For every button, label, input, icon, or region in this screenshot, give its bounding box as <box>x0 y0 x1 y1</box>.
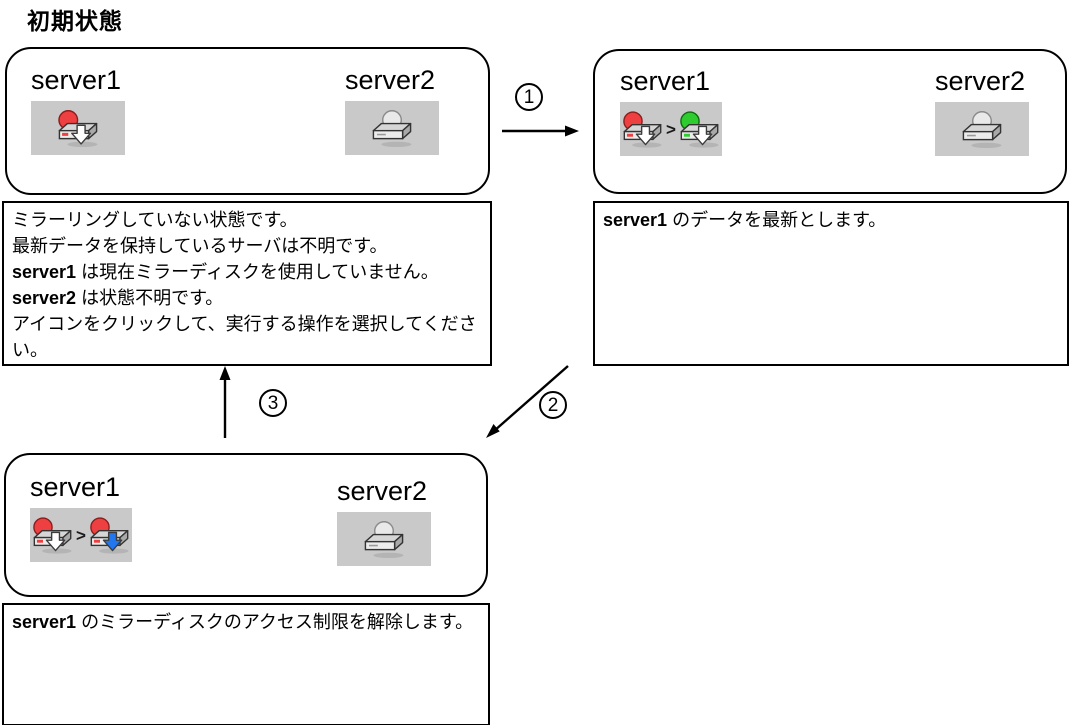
description-text: アイコンをクリックして、実行する操作を選択してください。 <box>12 314 477 360</box>
description-text: は現在ミラーディスクを使用していません。 <box>76 262 439 282</box>
mirror-disk-transition-red-to-green-icon[interactable]: > <box>620 102 722 156</box>
description-text: は状態不明です。 <box>76 288 224 308</box>
server-group: server1 > <box>30 472 132 562</box>
arrow-2-number: 2 <box>547 394 559 416</box>
arrow-3-number: 3 <box>267 392 279 414</box>
arrow-2-number-badge: 2 <box>539 391 567 419</box>
server1-label: server1 <box>30 472 121 502</box>
server-name-text: server1 <box>603 210 668 230</box>
arrow-1-number: 1 <box>523 86 535 108</box>
server-group: server2 <box>345 65 439 155</box>
description-text: ミラーリングしていない状態です。 <box>12 210 298 230</box>
server-group: server2 <box>337 476 431 566</box>
description-text: 最新データを保持しているサーバは不明です。 <box>12 236 388 256</box>
mirror-disk-red-white-arrow-icon[interactable] <box>31 101 125 155</box>
mirror-disk-unknown-icon[interactable] <box>935 102 1029 156</box>
arrow-3-up-icon <box>219 366 231 438</box>
arrow-1-right-icon <box>502 125 579 137</box>
description-box-initial: ミラーリングしていない状態です。最新データを保持しているサーバは不明です。 ser… <box>2 201 492 366</box>
server1-label: server1 <box>31 65 122 95</box>
server-group: server1 > <box>620 66 722 156</box>
transition-chevron-icon: > <box>666 119 676 139</box>
arrow-3-number-badge: 3 <box>259 389 287 417</box>
description-text: のミラーディスクのアクセス制限を解除します。 <box>76 612 474 632</box>
server-group: server2 <box>935 66 1029 156</box>
description-box-release-restriction: server1 のミラーディスクのアクセス制限を解除します。 <box>2 603 490 725</box>
description-text: のデータを最新とします。 <box>667 210 887 230</box>
arrow-1-number-badge: 1 <box>515 83 543 111</box>
server2-label: server2 <box>935 66 1026 96</box>
server1-label: server1 <box>620 66 711 96</box>
server-name-text: server1 <box>12 612 77 632</box>
server-group: server1 <box>31 65 125 155</box>
state-box-initial: server1 server2 <box>5 47 490 195</box>
server-name-text: server2 <box>12 288 77 308</box>
page-title: 初期状態 <box>27 8 123 34</box>
mirror-disk-unknown-icon[interactable] <box>345 101 439 155</box>
description-box-make-latest: server1 のデータを最新とします。 <box>593 201 1069 366</box>
mirror-disk-unknown-icon[interactable] <box>337 512 431 566</box>
mirror-disk-transition-red-to-blue-arrow-icon[interactable]: > <box>30 508 132 562</box>
arrow-2-down-left-icon <box>486 365 569 438</box>
state-box-make-latest: server1 > server2 <box>593 49 1067 194</box>
server2-label: server2 <box>345 65 436 95</box>
server2-label: server2 <box>337 476 428 506</box>
server-name-text: server1 <box>12 262 77 282</box>
transition-chevron-icon: > <box>76 525 86 545</box>
state-box-release-restriction: server1 > server2 <box>4 453 488 597</box>
